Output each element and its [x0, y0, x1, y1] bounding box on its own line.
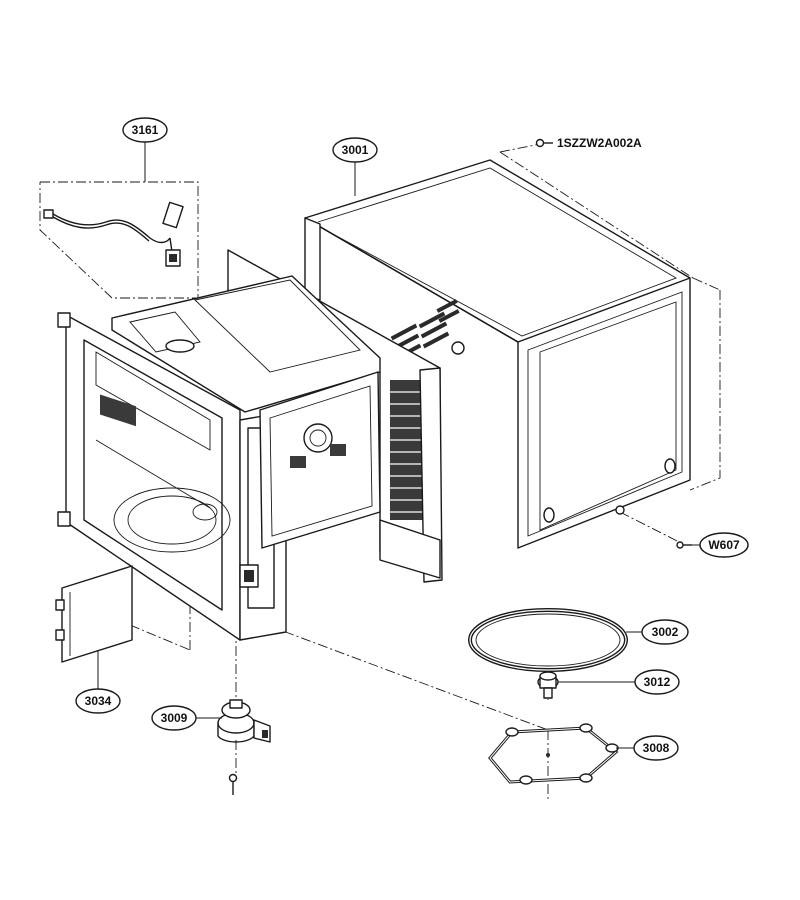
screw-w607 [676, 541, 692, 549]
callout-screw-top: 1SZZW2A002A [557, 136, 642, 150]
label-3002: 3002 [652, 625, 679, 639]
label-screw-top: 1SZZW2A002A [557, 136, 642, 150]
turntable-motor-3009 [217, 699, 271, 743]
label-3009: 3009 [161, 711, 188, 725]
wire-harness-3161 [43, 201, 184, 267]
label-3034: 3034 [85, 694, 112, 708]
callout-3001: 3001 [332, 137, 378, 196]
glass-tray-3002 [468, 608, 628, 672]
callout-3012: 3012 [558, 669, 680, 695]
coupler-3012 [537, 671, 559, 699]
label-3161: 3161 [132, 123, 159, 137]
callout-w607: W607 [692, 532, 749, 558]
callout-3008: 3008 [616, 735, 679, 761]
callout-3161: 3161 [122, 117, 168, 182]
callout-3002: 3002 [626, 619, 689, 645]
label-3012: 3012 [644, 675, 671, 689]
callout-3034: 3034 [75, 650, 121, 714]
oven-cavity-frame [57, 249, 443, 641]
roller-ring-3008 [488, 723, 619, 785]
label-w607: W607 [708, 538, 740, 552]
screw-top [535, 138, 553, 148]
label-3001: 3001 [342, 143, 369, 157]
label-3008: 3008 [643, 741, 670, 755]
outer-cabinet-3001 [304, 159, 691, 549]
motor-screw [228, 773, 238, 795]
cover-3034 [55, 565, 133, 663]
callout-3009: 3009 [151, 705, 222, 731]
